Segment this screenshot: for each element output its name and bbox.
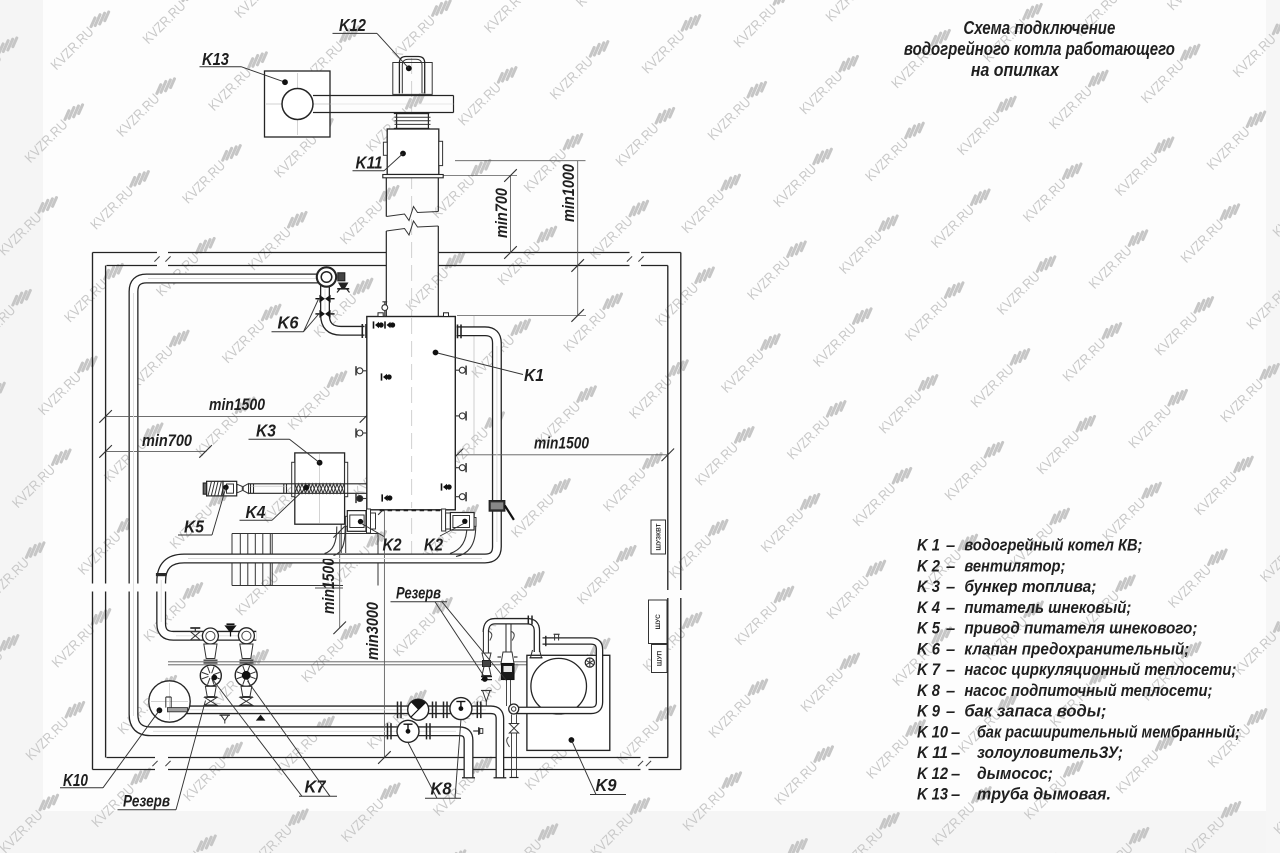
svg-text:–: – (951, 744, 960, 762)
svg-text:K 4: K 4 (917, 599, 940, 617)
svg-text:клапан предохранительный;: клапан предохранительный; (964, 640, 1189, 658)
svg-text:K 6: K 6 (917, 640, 941, 658)
svg-text:вентилятор;: вентилятор; (964, 557, 1065, 575)
svg-text:ШУС: ШУС (655, 614, 662, 630)
svg-text:K 5: K 5 (917, 620, 941, 638)
svg-text:Схема подключение: Схема подключение (963, 18, 1115, 38)
svg-text:K5: K5 (184, 517, 204, 537)
svg-text:K 8: K 8 (917, 682, 941, 700)
svg-text:K11: K11 (356, 153, 383, 173)
svg-text:K12: K12 (339, 15, 366, 35)
svg-text:K 12: K 12 (917, 765, 948, 783)
svg-text:Резерв: Резерв (396, 585, 441, 603)
svg-text:бункер топлива;: бункер топлива; (964, 578, 1096, 596)
svg-text:водогрейный котел КВ;: водогрейный котел КВ; (964, 537, 1142, 555)
svg-text:min1500: min1500 (209, 396, 266, 414)
svg-text:min1500: min1500 (320, 557, 338, 614)
svg-text:на опилках: на опилках (971, 60, 1060, 80)
svg-text:K1: K1 (524, 365, 544, 385)
svg-text:K 13: K 13 (917, 786, 948, 804)
svg-text:ШУЗКВТ: ШУЗКВТ (655, 523, 662, 550)
svg-text:K13: K13 (202, 49, 229, 69)
svg-text:питатель шнековый;: питатель шнековый; (964, 599, 1131, 617)
svg-text:K2: K2 (383, 535, 402, 555)
svg-text:K4: K4 (246, 502, 266, 522)
svg-text:K6: K6 (278, 313, 299, 333)
svg-text:–: – (946, 537, 955, 555)
svg-text:водогрейного котла работающего: водогрейного котла работающего (904, 39, 1175, 59)
svg-text:K9: K9 (596, 775, 617, 795)
svg-text:труба дымовая.: труба дымовая. (977, 786, 1111, 804)
svg-text:K7: K7 (305, 777, 327, 797)
svg-text:Резерв: Резерв (123, 793, 170, 811)
svg-text:K 10: K 10 (917, 723, 949, 741)
svg-text:–: – (946, 703, 955, 721)
svg-text:насос циркуляционный теплосети: насос циркуляционный теплосети; (964, 661, 1236, 679)
svg-text:золоуловительЗУ;: золоуловительЗУ; (977, 744, 1123, 762)
svg-text:–: – (946, 620, 955, 638)
svg-text:–: – (946, 557, 955, 575)
svg-text:–: – (951, 723, 960, 741)
svg-text:K 9: K 9 (917, 703, 941, 721)
svg-text:K 3: K 3 (917, 578, 940, 596)
svg-text:привод питателя шнекового;: привод питателя шнекового; (964, 620, 1197, 638)
svg-text:–: – (946, 661, 955, 679)
svg-text:дымосос;: дымосос; (977, 765, 1053, 783)
svg-text:–: – (951, 786, 960, 804)
svg-text:K8: K8 (431, 779, 452, 799)
svg-text:min1500: min1500 (534, 435, 590, 453)
svg-text:K 1: K 1 (917, 537, 940, 555)
svg-text:min700: min700 (142, 432, 193, 450)
svg-text:K 11: K 11 (917, 744, 948, 762)
svg-text:насос подпиточный теплосети;: насос подпиточный теплосети; (964, 682, 1212, 700)
svg-text:min700: min700 (493, 187, 511, 238)
svg-text:–: – (946, 682, 955, 700)
svg-text:ШУП: ШУП (656, 651, 663, 667)
svg-text:–: – (946, 578, 955, 596)
svg-text:K3: K3 (256, 421, 276, 441)
svg-text:min3000: min3000 (364, 601, 382, 660)
svg-text:K10: K10 (63, 770, 88, 790)
svg-text:бак расширительный мембранный;: бак расширительный мембранный; (977, 723, 1240, 741)
svg-text:min1000: min1000 (560, 163, 578, 222)
svg-text:–: – (946, 640, 955, 658)
svg-text:бак запаса воды;: бак запаса воды; (964, 703, 1106, 721)
svg-text:–: – (946, 599, 955, 617)
svg-text:K2: K2 (424, 535, 443, 555)
svg-text:–: – (951, 765, 960, 783)
svg-text:K 2: K 2 (917, 557, 940, 575)
svg-text:K 7: K 7 (917, 661, 941, 679)
